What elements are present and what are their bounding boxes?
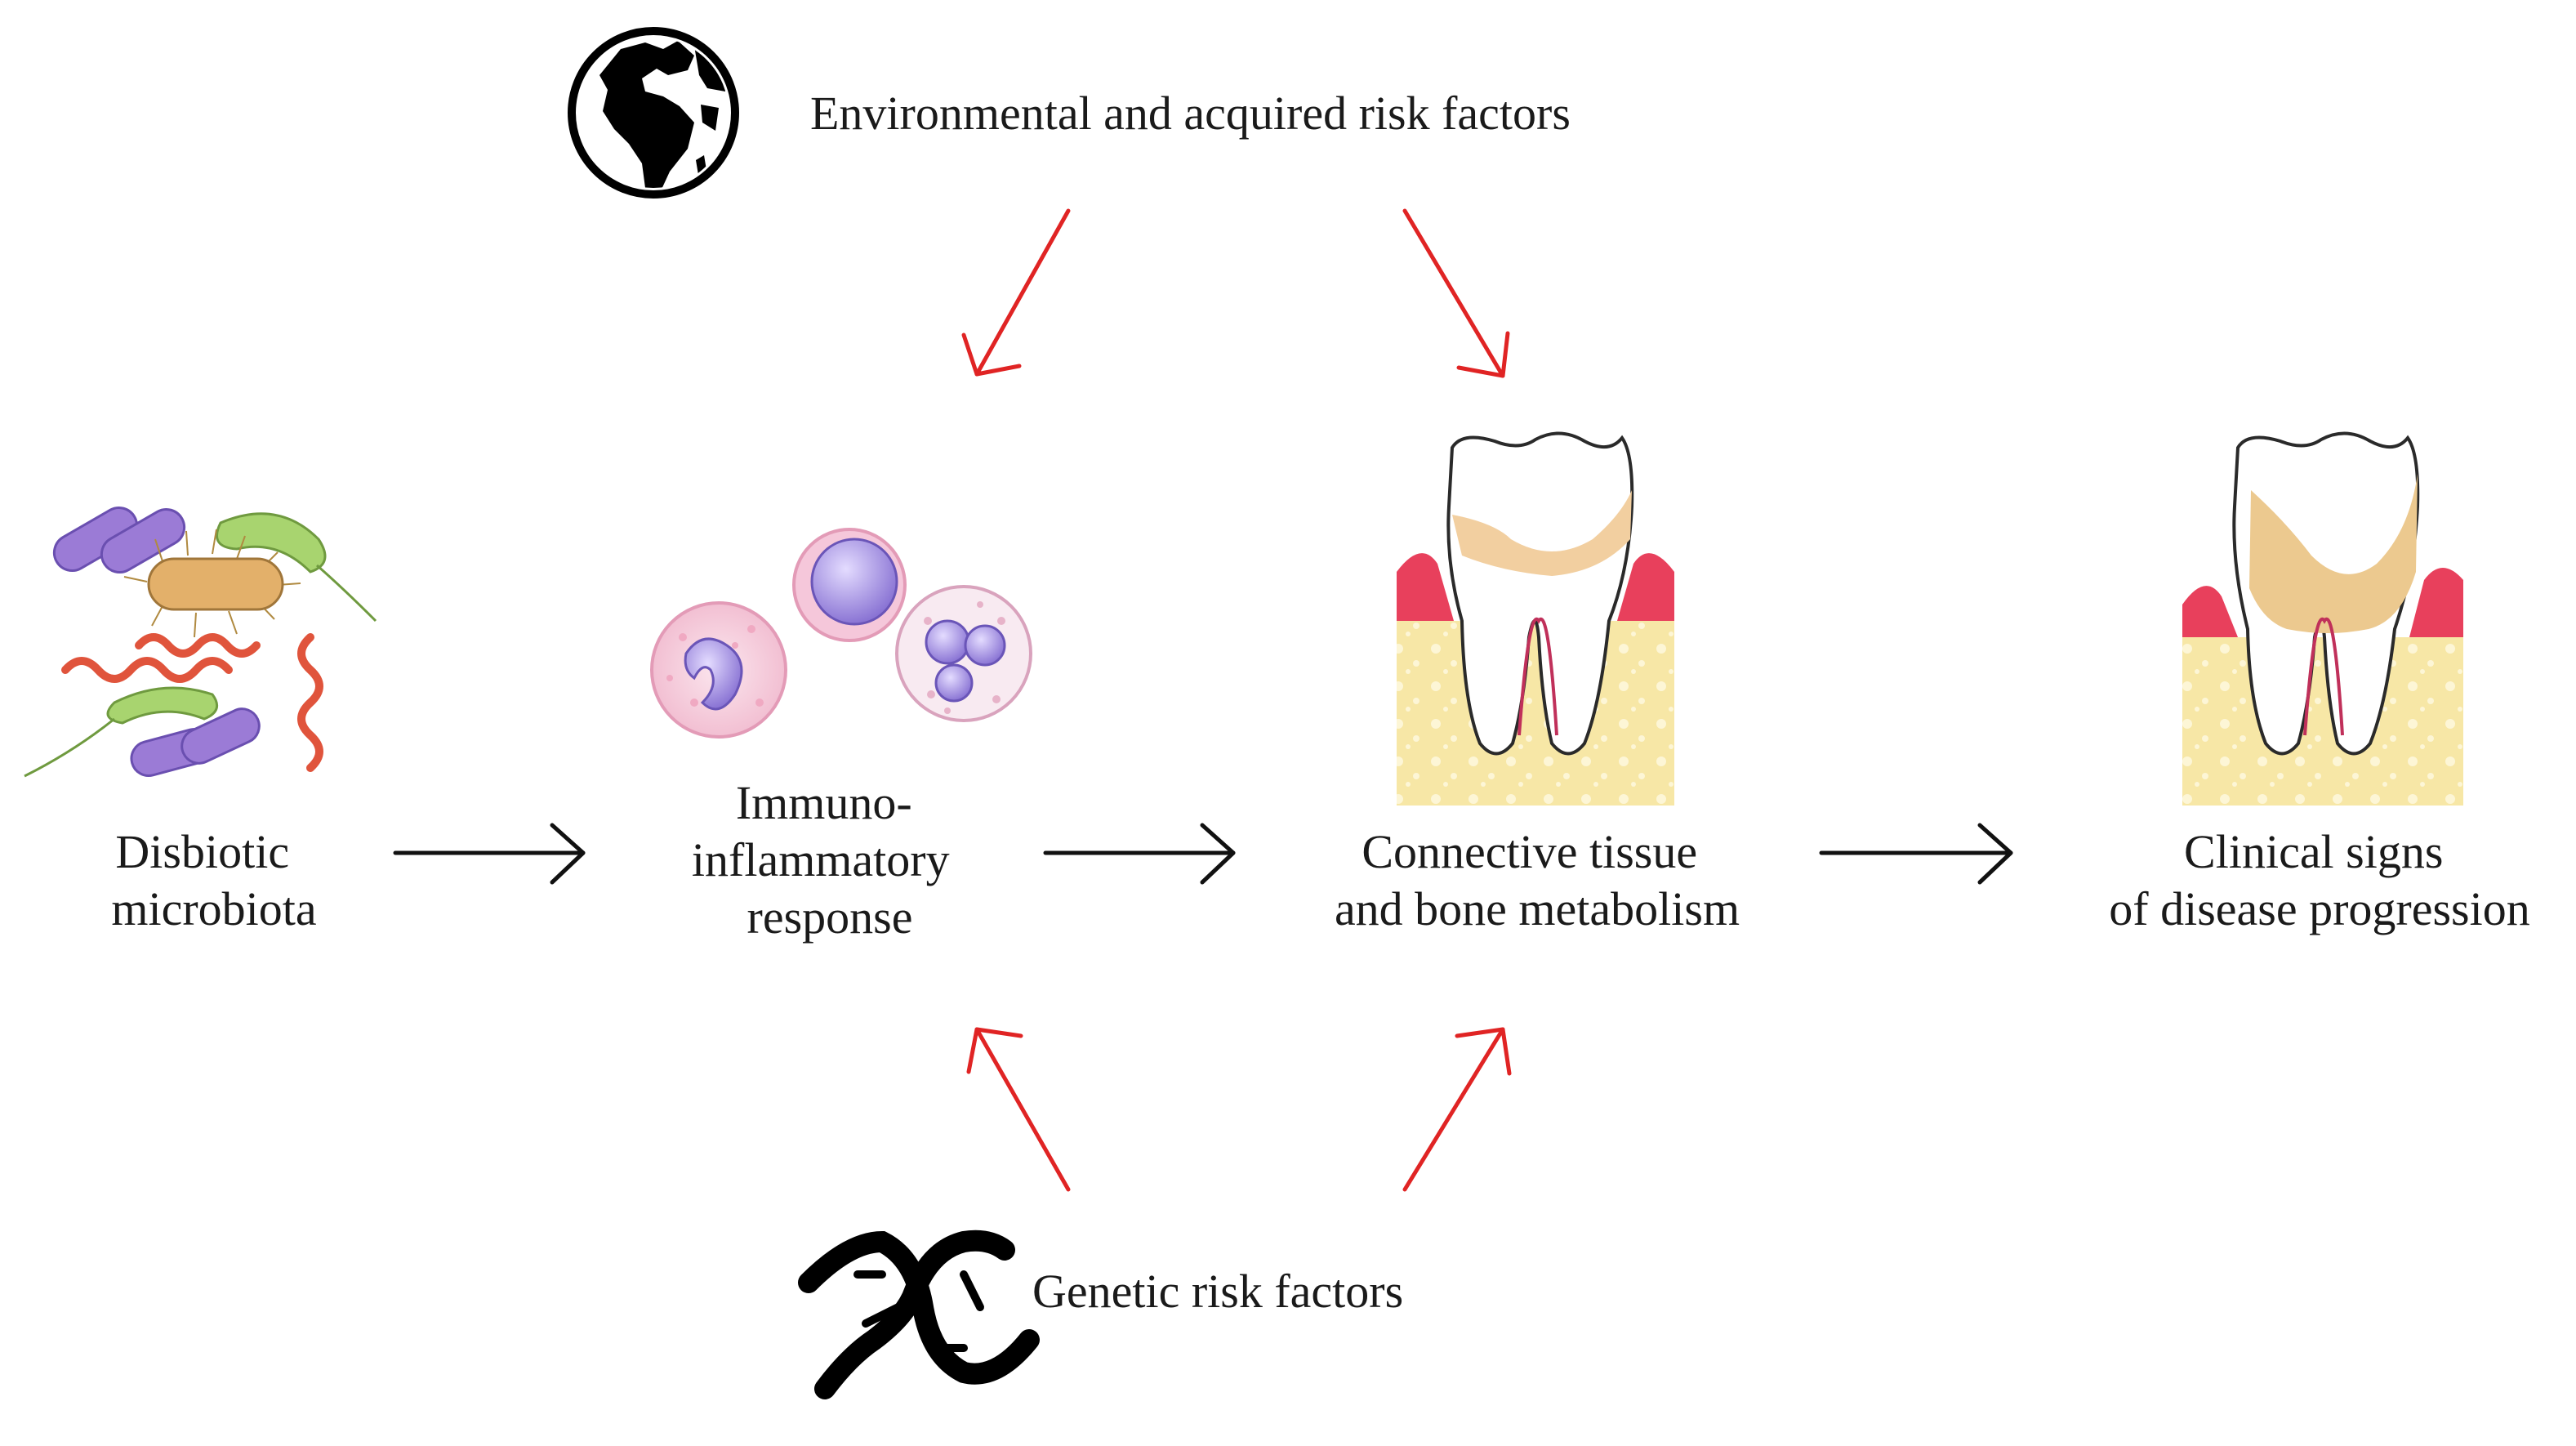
bacteria-icon	[24, 507, 377, 778]
genetic-to-tissue-arrow	[1402, 1027, 1512, 1192]
immune-response-label: Immuno- inflammatory response	[692, 776, 961, 944]
tissue-label-line-2: and bone metabolism	[1335, 882, 1740, 935]
environmental-factors-label: Environmental and acquired risk factors	[810, 87, 1571, 140]
flow-arrow-immune-to-tissue	[1043, 823, 1236, 885]
immune-label-line-3: response	[747, 890, 913, 944]
clinical-label-line-2: of disease progression	[2109, 882, 2529, 935]
immune-label-line-1: Immuno-	[736, 776, 912, 829]
environmental-to-immune-arrow	[961, 208, 1071, 377]
microbiota-label: Disbiotic microbiota	[111, 825, 316, 935]
flow-arrow-tissue-to-clinical	[1819, 823, 2013, 885]
microbiota-label-line-1: Disbiotic	[115, 825, 289, 878]
globe-icon	[568, 27, 739, 199]
dna-icon	[798, 1230, 1040, 1399]
tissue-label-line-1: Connective tissue	[1362, 825, 1697, 878]
environmental-to-tissue-arrow	[1402, 208, 1510, 378]
clinical-signs-label: Clinical signs of disease progression	[2109, 825, 2529, 935]
immune-label-line-2: inflammatory	[692, 833, 950, 886]
flow-arrow-microbiota-to-immune	[393, 823, 586, 885]
immune-cells-icon	[650, 528, 1032, 739]
clinical-label-line-1: Clinical signs	[2184, 825, 2443, 878]
genetic-to-immune-arrow	[966, 1027, 1071, 1192]
microbiota-label-line-2: microbiota	[111, 882, 316, 935]
tooth-diseased-icon	[2182, 431, 2463, 806]
genetic-factors-label: Genetic risk factors	[1032, 1265, 1403, 1318]
tooth-healthy-icon	[1397, 431, 1674, 806]
tissue-metabolism-label: Connective tissue and bone metabolism	[1335, 825, 1740, 935]
